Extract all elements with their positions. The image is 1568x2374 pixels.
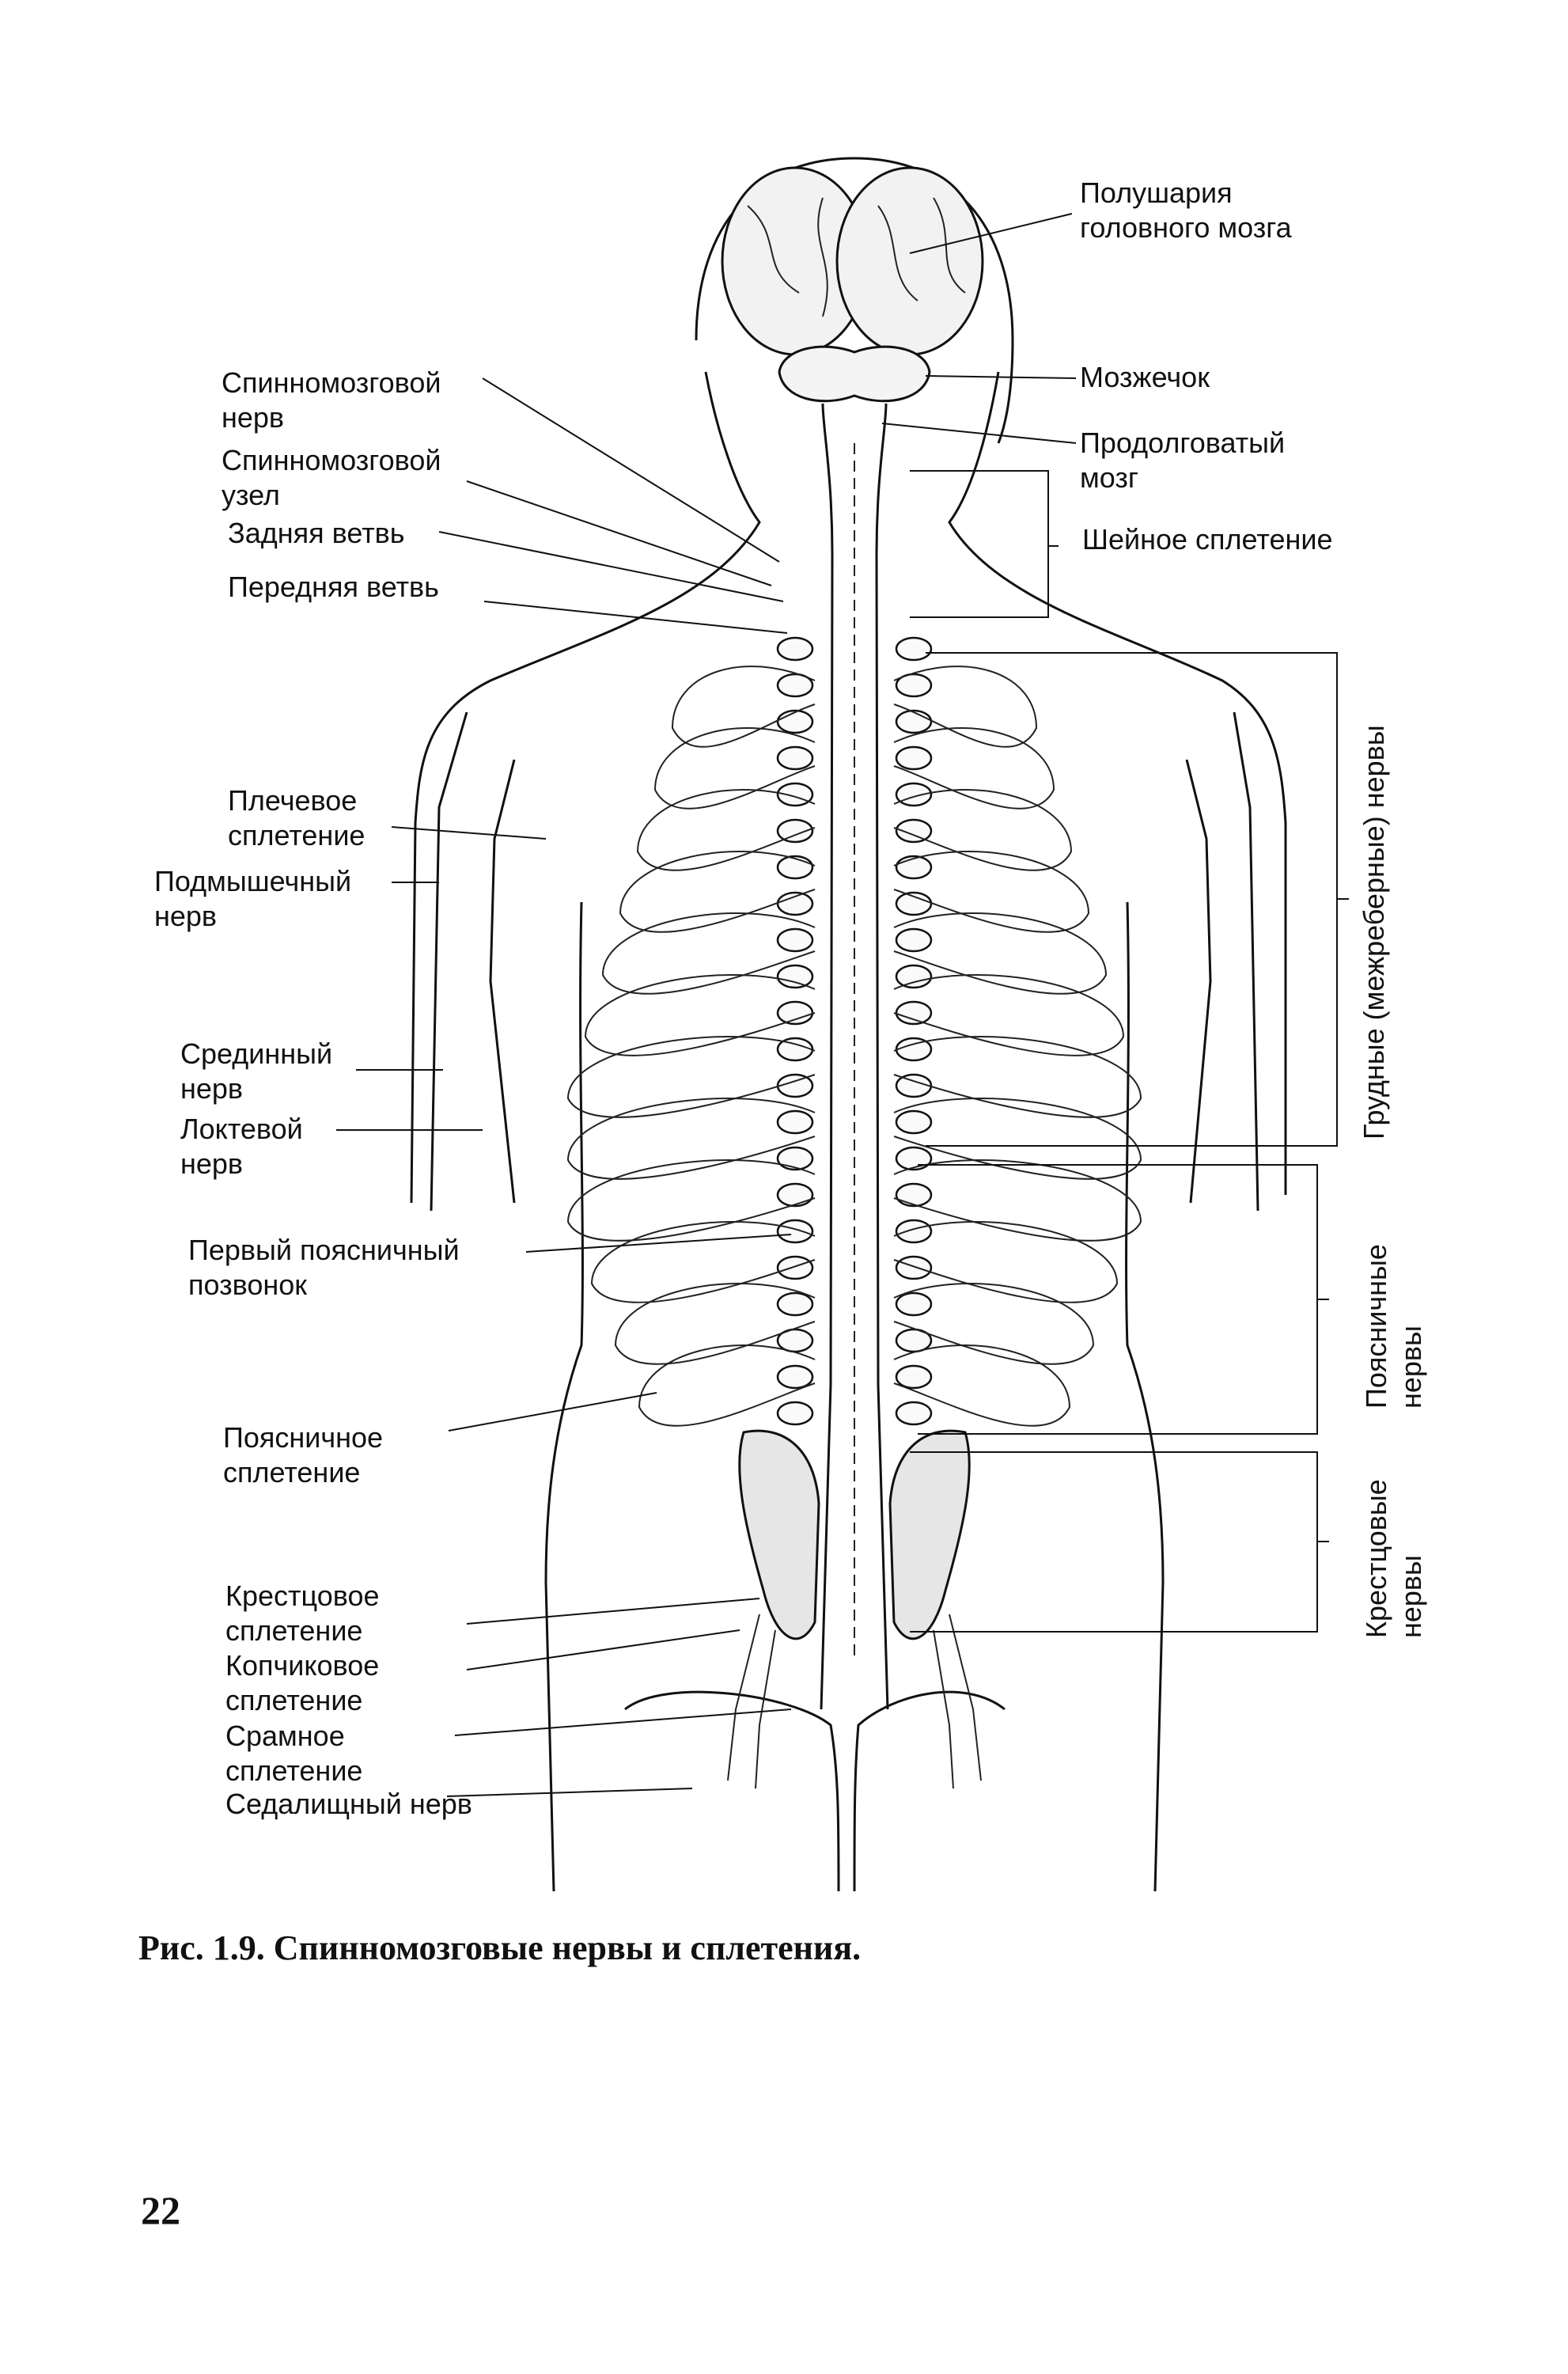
vertebra-right [896, 638, 931, 660]
buttocks-outline [625, 1692, 1005, 1891]
vertebra-right [896, 929, 931, 951]
page-number: 22 [141, 2187, 180, 2233]
label-thoracic-nerves: Грудные (межреберные) нервы [1357, 725, 1392, 1140]
bracket-sacral [910, 1452, 1329, 1632]
sciatic-nerve-right [934, 1614, 981, 1788]
vertebra-left [778, 856, 812, 878]
label-axillary-nerve: Подмышечный нерв [154, 864, 351, 934]
cerebellum-shape [779, 347, 930, 401]
label-brachial-plexus: Плечевое сплетение [228, 783, 365, 853]
label-sciatic-nerve: Седалищный нерв [225, 1787, 472, 1822]
vertebra-right [896, 1111, 931, 1133]
sciatic-nerve-left [728, 1614, 775, 1788]
torso-outline-right [949, 372, 1286, 1195]
vertebra-right [896, 1366, 931, 1388]
rib-left [568, 1098, 815, 1179]
label-hemispheres: Полушария головного мозга [1080, 176, 1292, 245]
vertebra-right [896, 1002, 931, 1024]
label-spinal-ganglion: Спинномозговой узел [222, 443, 441, 513]
vertebra-right [896, 1293, 931, 1315]
label-ulnar-nerve: Локтевой нерв [180, 1112, 303, 1181]
vertebra-right [896, 965, 931, 988]
label-cerebellum: Мозжечок [1080, 360, 1210, 395]
vertebra-right [896, 1184, 931, 1206]
brain-hemispheres [722, 168, 983, 355]
label-sacral-nerves: Крестцовые нервы [1359, 1479, 1429, 1638]
bracket-cervical [910, 471, 1059, 617]
label-lumbar-nerves: Поясничные нервы [1359, 1244, 1429, 1409]
label-lumbar-plexus: Поясничное сплетение [223, 1420, 383, 1490]
vertebra-left [778, 1111, 812, 1133]
label-median-nerve: Срединный нерв [180, 1037, 332, 1106]
bracket-lumbar [918, 1165, 1329, 1434]
vertebra-left [778, 1402, 812, 1424]
label-sacral-plexus: Крестцовое сплетение [225, 1579, 380, 1648]
label-spinal-nerve: Спинномозговой нерв [222, 366, 441, 435]
label-posterior-branch: Задняя ветвь [228, 516, 405, 551]
label-pudendal-plexus: Срамное сплетение [225, 1719, 362, 1788]
vertebra-left [778, 1366, 812, 1388]
right-arm-outline [1187, 712, 1258, 1211]
vertebra-right [896, 1402, 931, 1424]
label-medulla: Продолговатый мозг [1080, 426, 1285, 495]
vertebra-left [778, 965, 812, 988]
sacrum-left [740, 1431, 819, 1639]
vertebra-left [778, 1184, 812, 1206]
vertebra-left [778, 1147, 812, 1170]
torso-outline-left [411, 372, 759, 1203]
vertebra-right [896, 1257, 931, 1279]
label-cervical-plexus: Шейное сплетение [1082, 522, 1333, 557]
label-coccygeal-plexus: Копчиковое сплетение [225, 1648, 379, 1718]
waist-right [1127, 902, 1163, 1891]
sacrum-right [890, 1431, 969, 1639]
vertebra-right [896, 711, 931, 733]
vertebra-left [778, 638, 812, 660]
left-arm-outline [431, 712, 514, 1211]
figure-caption: Рис. 1.9. Спинномозговые нервы и сплетен… [138, 1928, 861, 1968]
label-first-lumbar-vertebra: Первый поясничный позвонок [188, 1233, 460, 1303]
vertebra-left [778, 1220, 812, 1242]
vertebra-left [778, 1002, 812, 1024]
vertebra-left [778, 747, 812, 769]
label-anterior-branch: Передняя ветвь [228, 570, 439, 605]
vertebra-left [778, 711, 812, 733]
vertebra-right [896, 1220, 931, 1242]
vertebra-left [778, 1293, 812, 1315]
vertebra-right [896, 856, 931, 878]
vertebra-left [778, 929, 812, 951]
vertebra-right [896, 747, 931, 769]
vertebra-right [896, 1147, 931, 1170]
vertebra-left [778, 1257, 812, 1279]
waist-left [546, 902, 582, 1891]
rib-right [894, 1098, 1141, 1179]
